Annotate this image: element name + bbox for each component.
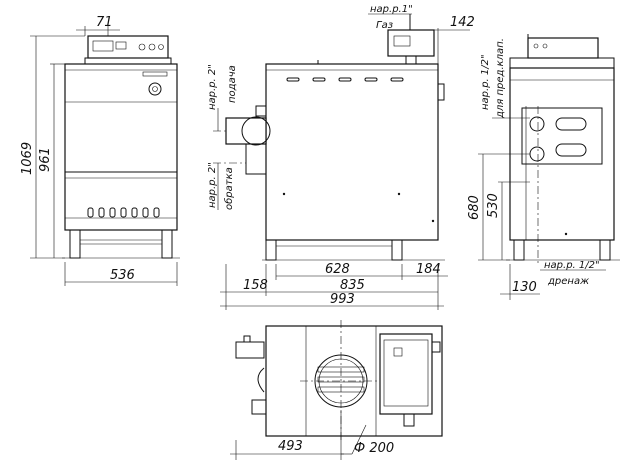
back-view: нар.р. 1/2" для пред.клап. 680 530 нар.р…	[467, 34, 620, 300]
dim-536: 536	[110, 268, 135, 283]
dim-493: 493	[278, 439, 303, 454]
dim-130: 130	[512, 280, 537, 295]
gas-unit	[387, 29, 435, 57]
front-body	[64, 63, 178, 231]
return-thread-label: нар.р. 2"	[207, 162, 218, 208]
back-control-unit	[527, 37, 599, 59]
valve-thread-label: нар.р. 1/2"	[480, 54, 491, 110]
vent-slots	[87, 207, 160, 218]
dim-184: 184	[416, 262, 441, 277]
front-view: 71 1069 961 536	[20, 15, 180, 286]
supply-port	[529, 116, 545, 132]
plan-view: 493 Ф 200	[230, 320, 443, 460]
sight-glass	[148, 82, 162, 96]
valve-label: для пред.клап.	[495, 38, 506, 119]
side-vent-slots	[286, 77, 404, 82]
supply-label: подача	[227, 65, 238, 103]
dim-835: 835	[340, 278, 365, 293]
return-label: обратка	[223, 167, 235, 210]
dim-628: 628	[325, 262, 350, 277]
side-body	[265, 63, 439, 241]
dim-993: 993	[330, 292, 355, 307]
dim-1069: 1069	[20, 142, 35, 175]
brand-logo	[142, 71, 168, 77]
drain-thread-label: нар.р. 1/2"	[544, 260, 600, 271]
dim-71: 71	[96, 15, 113, 30]
dim-680: 680	[467, 195, 482, 220]
dim-diameter-200: Ф 200	[354, 441, 394, 456]
dim-530: 530	[486, 193, 501, 218]
plan-gas-unit	[379, 333, 433, 415]
supply-thread-label: нар.р. 2"	[207, 64, 218, 110]
dim-142: 142	[450, 15, 475, 30]
drain-label: дренаж	[547, 276, 589, 287]
gas-thread-label: нар.р.1"	[370, 4, 413, 15]
dim-961: 961	[38, 147, 53, 172]
gas-label: Газ	[376, 20, 393, 31]
control-panel	[87, 35, 169, 59]
side-view: нар.р. 2" подача нар.р. 2" обратка нар.р…	[207, 4, 475, 310]
dim-158: 158	[243, 278, 268, 293]
